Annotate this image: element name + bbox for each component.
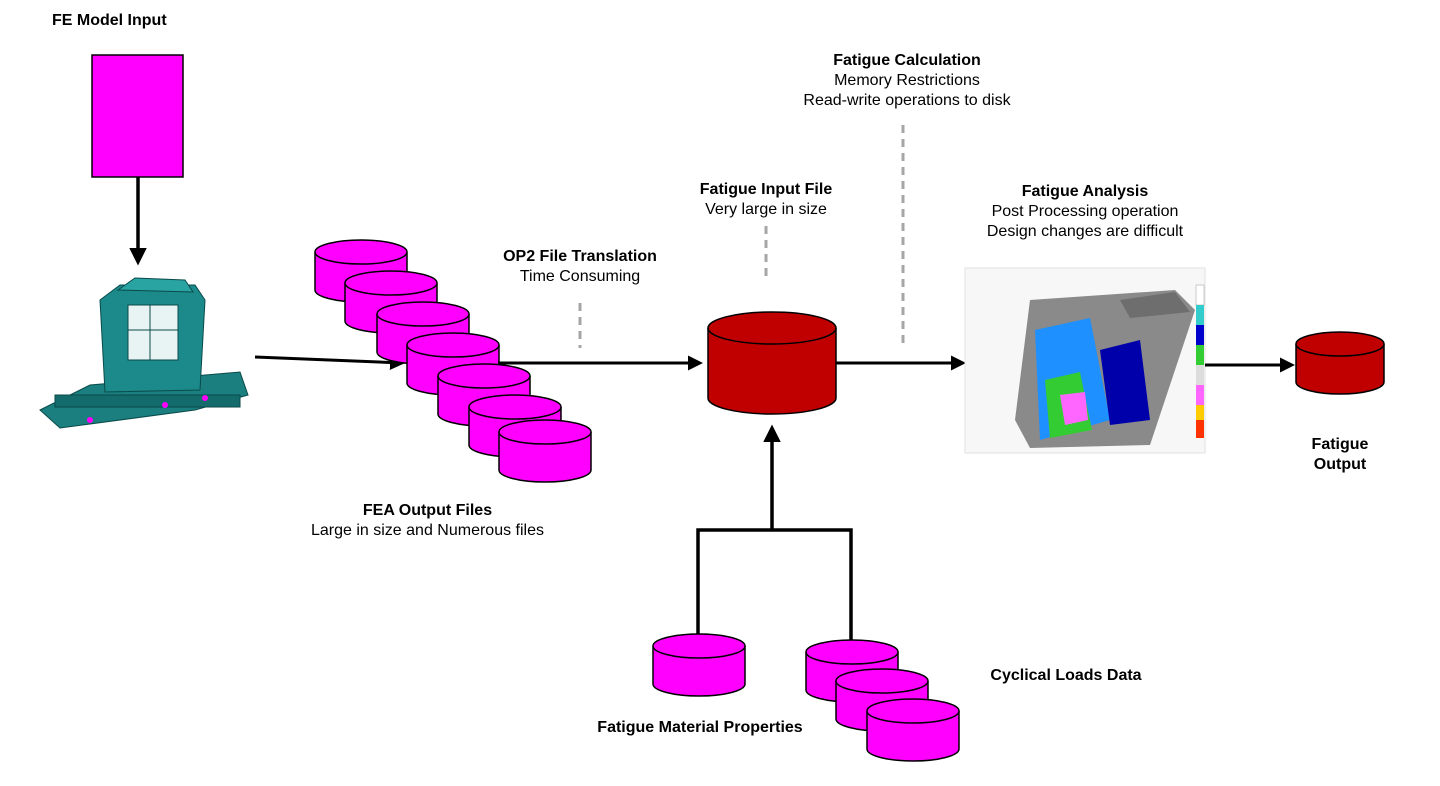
fea-output-desc: Large in size and Numerous files	[310, 522, 544, 539]
fatigue-input-file-cylinder	[707, 311, 837, 415]
fatigue-calc-title: Fatigue Calculation	[833, 52, 981, 69]
fe-model-input-label: FE Model Input	[52, 11, 242, 31]
fatigue-analysis-title: Fatigue Analysis	[1021, 183, 1149, 200]
fatigue-analysis-plot-image	[964, 267, 1206, 454]
op2-title: OP2 File Translation	[503, 248, 657, 265]
material-props-label: Fatigue Material Properties	[570, 718, 830, 738]
fatigue-calc-label: Fatigue Calculation Memory Restrictions …	[762, 51, 1052, 111]
fatigue-output-title: Fatigue Output	[1311, 436, 1369, 473]
op2-desc: Time Consuming	[519, 268, 641, 285]
fatigue-analysis-line2: Design changes are difficult	[986, 223, 1184, 240]
fatigue-input-label: Fatigue Input File Very large in size	[660, 180, 872, 220]
cyclical-loads-label: Cyclical Loads Data	[966, 666, 1166, 686]
material-props-title: Fatigue Material Properties	[597, 719, 803, 736]
fatigue-output-label: Fatigue Output	[1292, 435, 1388, 475]
fea-output-label: FEA Output Files Large in size and Numer…	[300, 501, 555, 541]
cyclical-loads-stack	[805, 639, 960, 762]
bracket-connector	[696, 528, 853, 640]
fatigue-input-title: Fatigue Input File	[699, 181, 833, 198]
fatigue-calc-line1: Memory Restrictions	[834, 72, 980, 89]
fatigue-analysis-label: Fatigue Analysis Post Processing operati…	[940, 182, 1230, 242]
cyclical-loads-title: Cyclical Loads Data	[990, 667, 1142, 684]
op2-label: OP2 File Translation Time Consuming	[472, 247, 688, 287]
fatigue-output-cylinder	[1295, 331, 1385, 395]
fe-model-input-box	[91, 54, 184, 178]
fatigue-calc-line2: Read-write operations to disk	[803, 92, 1011, 109]
fatigue-analysis-line1: Post Processing operation	[991, 203, 1179, 220]
arrow-model-to-fea	[254, 355, 405, 371]
material-properties-cylinder	[652, 633, 746, 697]
fatigue-input-desc: Very large in size	[705, 201, 827, 218]
fe-model-mesh-image	[39, 277, 249, 429]
fe-model-input-title: FE Model Input	[52, 12, 167, 29]
fea-output-title: FEA Output Files	[362, 502, 493, 519]
